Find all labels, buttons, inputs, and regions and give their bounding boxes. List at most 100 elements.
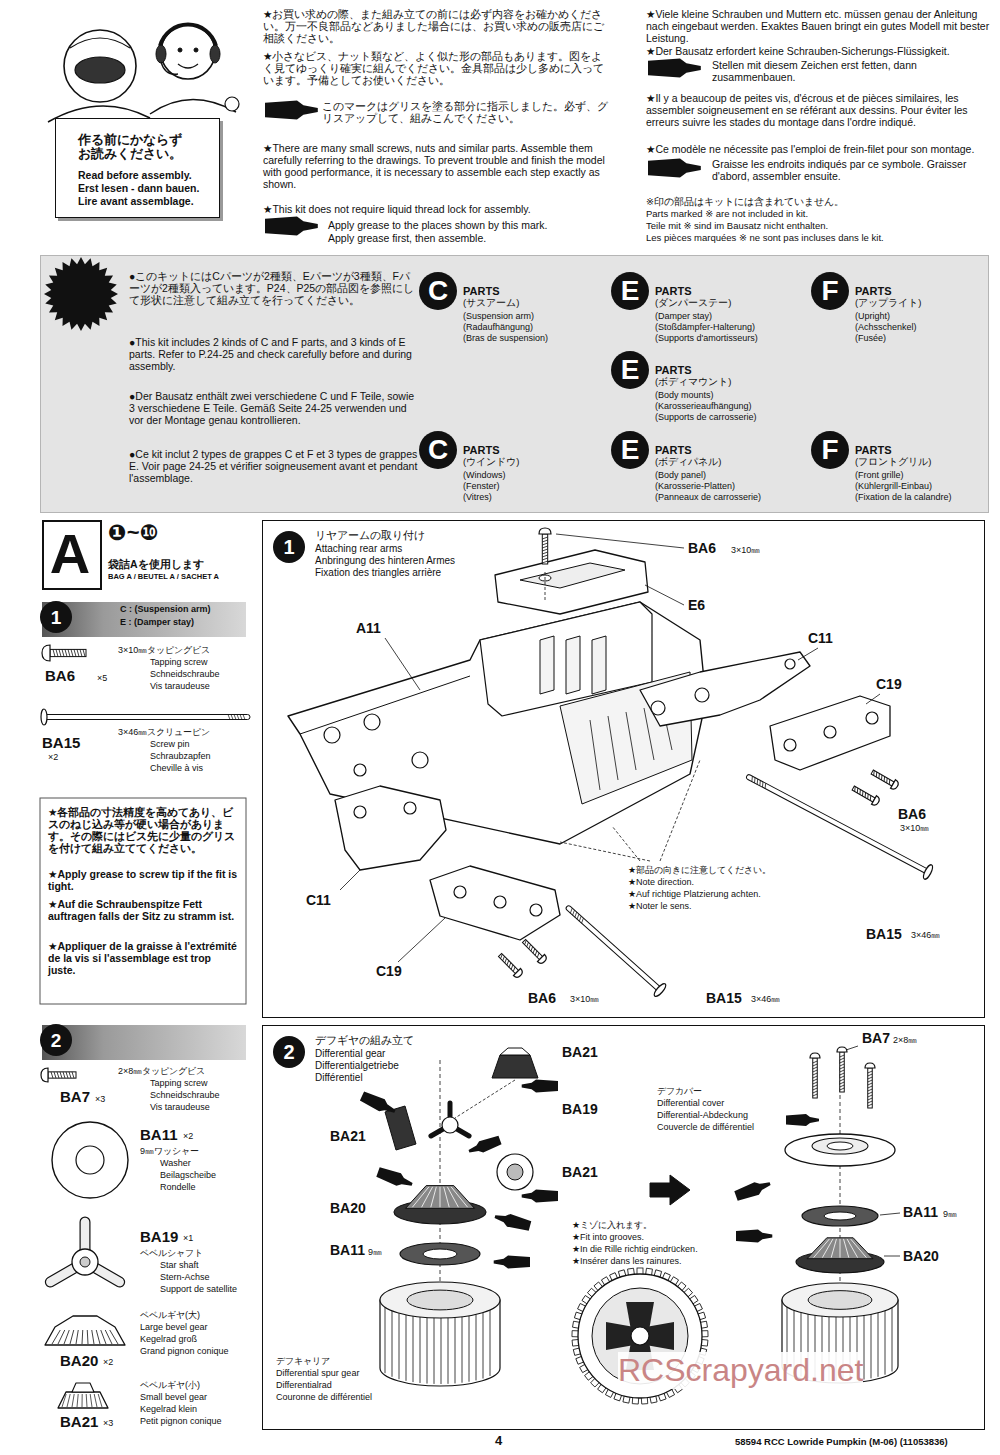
screws-and-pins	[882, 777, 886, 782]
differential-illustration	[400, 1243, 480, 1265]
caption-text: ×2	[48, 752, 58, 762]
parts-list-icons	[58, 1330, 65, 1344]
parts-list-icons	[77, 649, 79, 656]
node-text: (ボディマウント)	[655, 377, 731, 388]
grease-symbol	[648, 58, 701, 77]
parts-list-icons	[82, 1330, 84, 1344]
differential-illustration	[444, 1187, 450, 1207]
chassis-illustration	[364, 714, 380, 730]
differential-illustration	[507, 1164, 523, 1180]
suspension-arms	[784, 739, 796, 751]
seal-badge	[41, 256, 131, 346]
differential-cover-assembly	[813, 1070, 818, 1072]
differential-illustration	[399, 1313, 400, 1379]
damper-stay	[542, 540, 547, 542]
chassis-illustration	[354, 764, 366, 776]
caption-text: ★In die Rille richtig eindrücken.	[572, 1244, 698, 1254]
node-text: (Fusée)	[855, 333, 886, 343]
mechanic-cartoon	[48, 25, 239, 122]
differential-illustration	[392, 1311, 393, 1377]
differential-cover-assembly	[840, 1239, 841, 1258]
leader-lines	[560, 842, 650, 861]
parts-list-icons	[82, 1394, 83, 1407]
caption-text: Vis taraudeuse	[150, 1102, 210, 1112]
leader-lines	[866, 694, 880, 704]
chassis-illustration	[412, 752, 428, 768]
mechanic-cartoon	[210, 45, 220, 63]
differential-cover-assembly	[824, 1212, 856, 1220]
screws-and-pins	[877, 774, 881, 779]
screws-and-pins	[530, 947, 535, 952]
node-text: (Vitres)	[463, 492, 492, 502]
caption-text: 3×10㎜タッピングビス	[118, 645, 210, 655]
differential-cover-assembly	[813, 1073, 818, 1075]
differential-cover-assembly	[736, 1229, 772, 1242]
chassis-illustration	[592, 636, 606, 694]
mechanic-cartoon	[64, 30, 136, 102]
screws-and-pins	[872, 796, 881, 807]
parts-list-icons	[231, 715, 233, 720]
caption-text: Teile mit ※ sind im Bausatz nicht enthal…	[646, 221, 828, 232]
part-label: BA11	[903, 1204, 938, 1220]
differential-illustration	[359, 1090, 397, 1117]
screws-and-pins	[571, 910, 576, 915]
leader-lines	[660, 760, 700, 861]
body-text: ★Apply grease to screw tip if the fit is…	[48, 868, 240, 892]
parts-list-icons	[72, 1072, 74, 1078]
caption-text: 3×10㎜	[900, 823, 929, 833]
screws-and-pins	[580, 918, 585, 923]
caption-text: Kegelrad klein	[140, 1404, 197, 1414]
step-header-bar: 1C : (Suspension arm)E : (Damper stay)	[42, 602, 246, 637]
screws-and-pins	[885, 778, 889, 783]
chassis-illustration	[590, 720, 600, 790]
grease-symbol	[648, 158, 701, 177]
caption-text: 3×46㎜	[751, 994, 780, 1004]
part-label: BA6	[45, 667, 75, 684]
screws-and-pins	[569, 908, 574, 913]
differential-cover-assembly	[840, 1085, 845, 1087]
node-text: (Supports d'amortisseurs)	[655, 333, 758, 343]
chassis-illustration	[644, 708, 654, 760]
parts-tree-badge: EPARTS(ボディパネル)(Body panel)(Karosserie-Pl…	[611, 431, 801, 509]
parts-list-icons	[42, 645, 86, 661]
parts-list-icons	[96, 1330, 100, 1344]
screws-and-pins	[527, 944, 532, 949]
node-text: C : (Suspension arm)	[120, 604, 211, 614]
differential-cover-assembly	[840, 1052, 845, 1092]
parts-list-icons	[45, 1316, 125, 1345]
differential-illustration	[440, 1187, 441, 1207]
leader-lines	[556, 534, 684, 548]
differential-cover-assembly	[734, 1046, 900, 1383]
differential-cover-assembly	[813, 1085, 818, 1087]
screws-and-pins	[753, 778, 757, 783]
node-text: (Front grille)	[855, 470, 904, 480]
caption-text: Kegelrad groß	[140, 1334, 197, 1344]
node-text: ●Ce kit inclut 2 types de grappes C et F…	[129, 448, 421, 484]
part-label: BA6	[528, 990, 556, 1006]
screws-and-pins	[852, 786, 875, 802]
node-text: (Karosserie-Platten)	[655, 481, 735, 491]
caption-text: Stern-Achse	[160, 1272, 210, 1282]
damper-stay	[495, 550, 648, 614]
differential-cover-assembly	[786, 1114, 819, 1126]
screws-and-pins	[503, 958, 508, 963]
differential-cover-assembly	[813, 1094, 818, 1096]
caption-text: ×3	[95, 1094, 105, 1104]
screws-and-pins	[565, 905, 662, 992]
parts-list-icons	[90, 1394, 92, 1407]
node-text: (アップライト)	[855, 298, 921, 309]
damper-stay	[539, 528, 551, 564]
parts-list-icons	[71, 649, 73, 656]
differential-cover-assembly	[810, 1053, 820, 1098]
parts-list-icons	[62, 649, 64, 656]
node-text: (Fenster)	[463, 481, 500, 491]
screws-and-pins	[496, 951, 524, 979]
screws-and-pins	[851, 784, 881, 807]
parts-list-icons	[40, 798, 246, 1004]
suspension-arms	[651, 701, 665, 715]
part-label: ❶~❿	[108, 520, 158, 545]
body-text: ★小さなビス、ナット類など、よく似た形の部品もあります。図をよく見てゆっくり確実…	[263, 50, 608, 86]
caption-text: Star shaft	[160, 1260, 199, 1270]
